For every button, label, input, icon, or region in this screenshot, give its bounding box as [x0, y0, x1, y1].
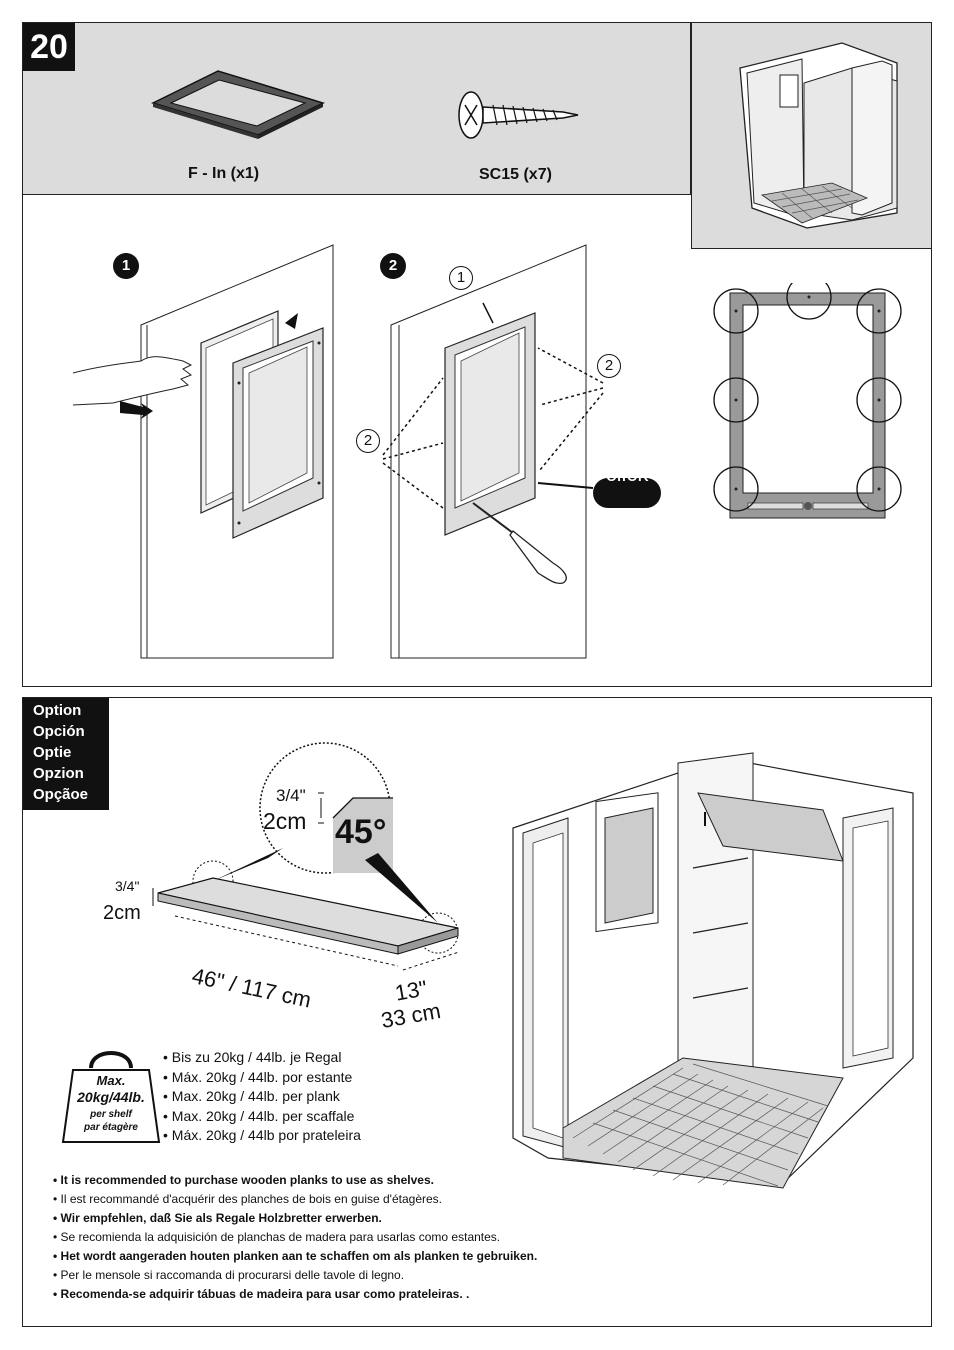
capacity-line-it: • Max. 20kg / 44lb. per scaffale	[163, 1107, 355, 1124]
option-panel: Option Opción Optie Opzion Opçãoe 3/4" 2…	[22, 697, 932, 1327]
capacity-line-en: • Max. 20kg / 44lb. per plank	[163, 1088, 340, 1104]
bevel-angle: 45°	[335, 813, 387, 851]
load-icon-per-shelf: per shelf	[90, 1109, 132, 1120]
note-es: • Se recomienda la adquisición de planch…	[53, 1230, 501, 1244]
step-panel: F - In (x1) SC15 (x7) 20	[22, 22, 932, 687]
option-label-it: Opzion	[33, 765, 84, 782]
shed-preview-box	[691, 23, 931, 249]
option-label-nl: Optie	[33, 744, 72, 761]
note-nl: • Het wordt aangeraden houten planken aa…	[53, 1249, 538, 1263]
zoom-thickness-cm: 2cm	[263, 808, 307, 834]
shelf-width-cm: 33 cm	[379, 997, 443, 1034]
click-label: click	[605, 461, 649, 486]
assembly-illustration	[72, 244, 661, 659]
note-it: • Per le mensole si raccomanda di procur…	[53, 1268, 405, 1282]
shed-preview-illustration	[739, 42, 898, 229]
option-label-en: Option	[33, 702, 82, 719]
shelf-illustration	[152, 742, 460, 971]
capacity-line-es: • Máx. 20kg / 44lb. por estante	[163, 1068, 353, 1085]
capacity-line-de: • Bis zu 20kg / 44lb. je Regal	[163, 1049, 342, 1065]
note-de: • Wir empfehlen, daß Sie als Regale Holz…	[53, 1211, 382, 1225]
part-label-screw: SC15 (x7)	[479, 166, 552, 183]
load-icon-par-etagere: par étagère	[84, 1122, 138, 1133]
step-number-badge: 20	[23, 23, 75, 71]
capacity-list: • Bis zu 20kg / 44lb. je Regal • Máx. 20…	[163, 1048, 361, 1146]
shelf-thickness-fraction: 3/4"	[115, 878, 140, 894]
shed-shelf-illustration	[512, 752, 914, 1189]
note-pt: • Recomenda-se adquirir tábuas de madeir…	[53, 1287, 470, 1301]
callout-frame: 1	[449, 266, 473, 290]
parts-band: F - In (x1) SC15 (x7)	[23, 23, 691, 195]
screw-part-illustration	[458, 91, 579, 139]
substep-number-1: 1	[113, 253, 139, 279]
zoom-thickness-fraction: 3/4"	[276, 786, 306, 805]
load-icon-max: Max.	[96, 1073, 126, 1088]
note-en: • It is recommended to purchase wooden p…	[53, 1173, 434, 1187]
window-frame-part-illustration	[150, 70, 326, 139]
callout-screws-left: 2	[356, 429, 380, 453]
substep-number-2: 2	[380, 253, 406, 279]
load-weight-icon	[61, 1051, 161, 1143]
callout-screws-right: 2	[597, 354, 621, 378]
note-fr: • Il est recommandé d'acquérir des planc…	[53, 1192, 443, 1206]
load-icon-weight: 20kg/44lb.	[77, 1089, 145, 1105]
part-label-frame: F - In (x1)	[188, 165, 260, 182]
notes-list: • It is recommended to purchase wooden p…	[53, 1171, 537, 1304]
screw-positions-diagram	[713, 283, 902, 519]
capacity-line-pt: • Máx. 20kg / 44lb por prateleira	[163, 1127, 361, 1143]
option-label-box: Option Opción Optie Opzion Opçãoe	[23, 698, 109, 810]
shelf-thickness-cm: 2cm	[103, 902, 141, 924]
option-label-pt: Opçãoe	[33, 786, 89, 803]
option-label-es: Opción	[33, 723, 85, 740]
